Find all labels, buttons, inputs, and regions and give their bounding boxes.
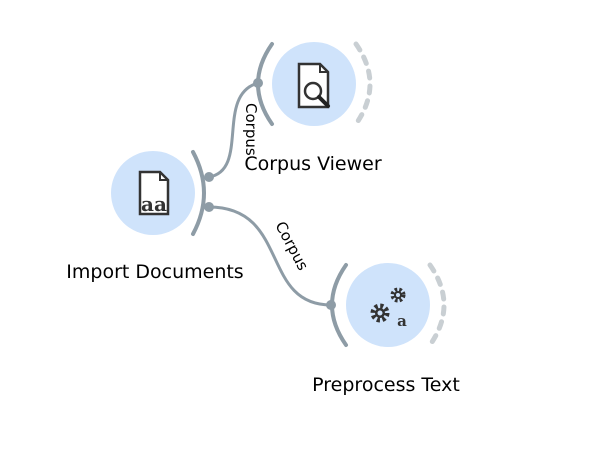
node-import-documents[interactable]: aa — [111, 150, 214, 236]
link-import-preprocess[interactable]: Corpus — [208, 205, 332, 307]
document-text-icon: aa — [138, 170, 170, 216]
node-label-preprocess-text: Preprocess Text — [312, 374, 460, 396]
link-import-viewer[interactable]: Corpus — [208, 81, 260, 179]
node-corpus-viewer[interactable] — [253, 41, 373, 127]
gears-text-icon: a — [370, 287, 407, 330]
svg-text:aa: aa — [141, 192, 167, 216]
node-preprocess-text[interactable]: a — [326, 262, 447, 348]
document-search-icon — [297, 62, 330, 109]
node-label-corpus-viewer: Corpus Viewer — [244, 153, 382, 175]
link-label: Corpus — [242, 103, 260, 156]
node-circle[interactable] — [346, 263, 430, 347]
svg-text:a: a — [397, 312, 407, 330]
node-label-import-documents: Import Documents — [66, 261, 244, 283]
